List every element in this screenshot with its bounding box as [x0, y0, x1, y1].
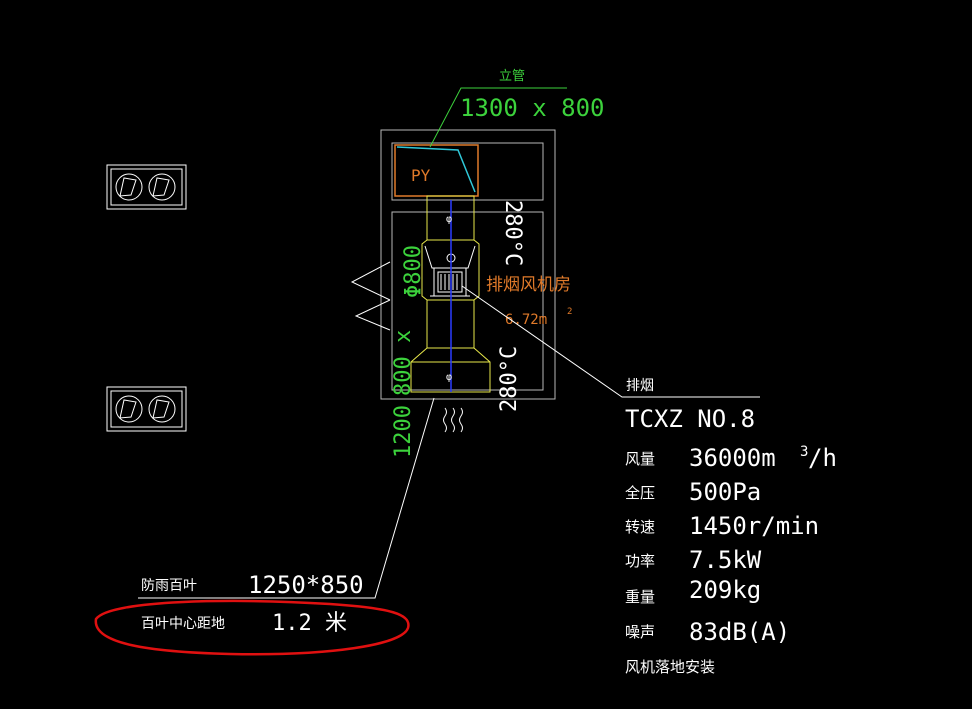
twin-fan-symbol-top [106, 164, 187, 210]
spec-key: 噪声 [625, 623, 655, 641]
door-swing [350, 261, 391, 331]
spec-value: 36000m [689, 444, 776, 472]
spec-key: 风量 [625, 450, 655, 468]
riser-label: 立管 [499, 69, 525, 84]
airflow-icon [443, 407, 463, 433]
smoke-riser: PY [394, 144, 479, 197]
spec-sup: 3 [800, 444, 808, 460]
twin-fan-symbol-bottom [106, 386, 187, 432]
spec-value: 500Pa [689, 478, 761, 506]
py-label: PY [411, 166, 431, 185]
temp-upper: 280°C [500, 200, 525, 266]
fan-spec-table: 风量 36000m 3 /h 全压 500Pa 转速 1450r/min 功率 … [625, 444, 837, 676]
spec-value: 7.5kW [689, 546, 762, 574]
fan-leader-label: 排烟 [626, 378, 654, 394]
louver-size: 1250*850 [248, 571, 364, 599]
fan-room-walls [380, 129, 556, 400]
spec-key: 重量 [625, 588, 655, 606]
spec-key: 全压 [625, 484, 655, 502]
temp-lower: 280°C [497, 346, 522, 412]
install-note: 风机落地安装 [625, 658, 715, 676]
spec-key: 功率 [625, 552, 655, 570]
riser-leader: 立管 1300 x 800 [429, 69, 605, 148]
riser-size: 1300 x 800 [460, 94, 605, 122]
phi-mark: φ [446, 214, 452, 225]
duct-left-dim: 800 x [391, 330, 416, 396]
duct-diameter: Φ800 [401, 245, 426, 298]
red-highlight-ellipse [94, 599, 410, 656]
room-area: 6.72m [505, 312, 547, 328]
louver-height-value: 1.2 米 [272, 611, 347, 636]
spec-value: 83dB(A) [689, 618, 790, 646]
spec-key: 转速 [625, 518, 655, 536]
louver-label: 防雨百叶 [141, 578, 197, 594]
room-name: 排烟风机房 [486, 275, 571, 295]
fan-model: TCXZ NO.8 [625, 405, 755, 433]
spec-value: 209kg [689, 576, 761, 604]
spec-value: 1450r/min [689, 512, 819, 540]
louver-height-label: 百叶中心距地 [141, 616, 225, 632]
room-area-sup: 2 [567, 307, 572, 317]
spec-suffix: /h [808, 444, 837, 472]
louver-leader-line [138, 397, 435, 599]
smoke-exhaust-fan [424, 245, 476, 297]
phi-mark-lower: φ [446, 372, 452, 383]
fan-leader-line [461, 285, 760, 398]
duct-bottom-dim: 1200 [391, 405, 416, 458]
